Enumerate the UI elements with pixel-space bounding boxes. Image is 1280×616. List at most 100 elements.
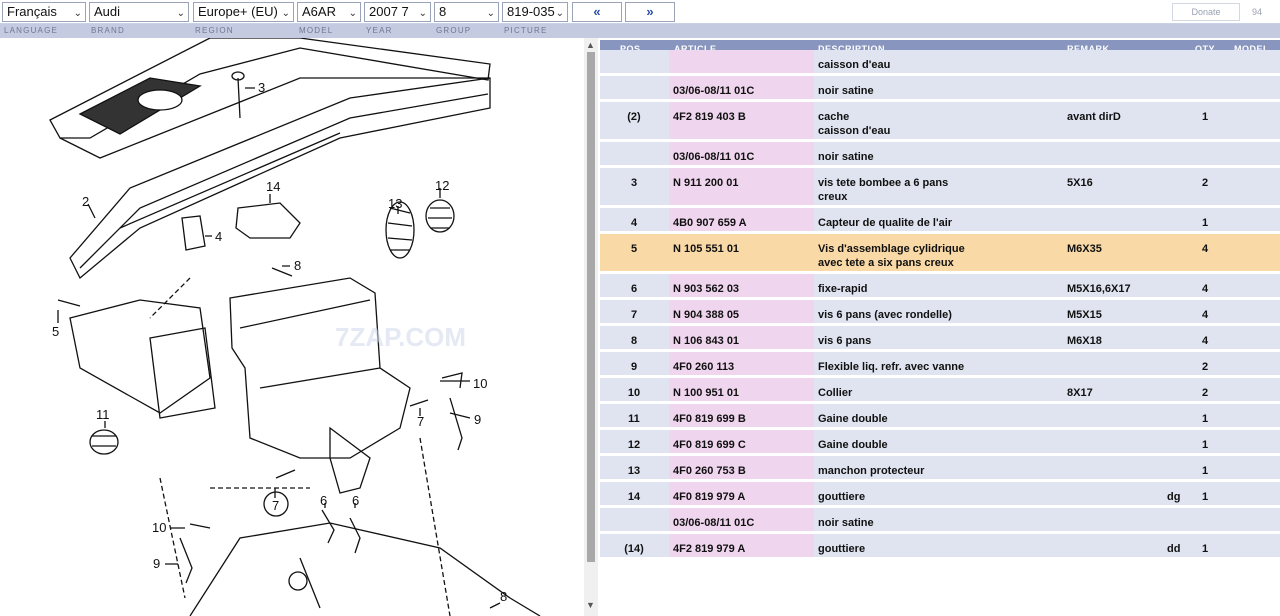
chevron-down-icon: ⌄ <box>419 5 427 22</box>
scroll-up-icon[interactable]: ▲ <box>586 40 595 50</box>
callout-10[interactable]: 10 <box>473 376 487 391</box>
callout-13[interactable]: 13 <box>388 196 402 211</box>
callout-8[interactable]: 8 <box>294 258 301 273</box>
model-select[interactable]: A6AR⌄ <box>297 2 361 22</box>
qty-cell: 1 <box>1190 208 1220 230</box>
description-line-1: Gaine double <box>818 438 1063 452</box>
callout-6[interactable]: 6 <box>320 493 327 508</box>
pos-cell <box>600 508 668 516</box>
table-row[interactable]: 10N 100 951 01Collier8X172 <box>600 378 1280 404</box>
table-row[interactable]: (2)4F2 819 403 Bcachecaisson d'eauavant … <box>600 102 1280 142</box>
description-line-1: cache <box>818 110 1063 124</box>
pos-cell: 12 <box>600 430 668 452</box>
diagram-scrollbar[interactable]: ▲ ▼ <box>584 38 598 616</box>
region-select[interactable]: Europe+ (EU)⌄ <box>193 2 294 22</box>
callout-9[interactable]: 9 <box>474 412 481 427</box>
group-select[interactable]: 8⌄ <box>434 2 499 22</box>
qty-cell <box>1190 142 1220 150</box>
pos-cell: 5 <box>600 234 668 256</box>
callout-4[interactable]: 4 <box>215 229 222 244</box>
callout-9b[interactable]: 9 <box>153 556 160 571</box>
table-row[interactable]: 3N 911 200 01vis tete bombee a 6 panscre… <box>600 168 1280 208</box>
callout-10b[interactable]: 10 <box>152 520 166 535</box>
article-cell: N 100 951 01 <box>669 378 814 401</box>
pos-cell: 3 <box>600 168 668 190</box>
article-cell: 4F2 819 403 B <box>669 102 814 139</box>
table-row[interactable]: 03/06-08/11 01Cnoir satine <box>600 508 1280 534</box>
pos-cell: 7 <box>600 300 668 322</box>
year-value: 2007 7 <box>369 4 409 19</box>
table-row[interactable]: (14)4F2 819 979 Agouttieredd1 <box>600 534 1280 560</box>
table-row[interactable]: 94F0 260 113Flexible liq. refr. avec van… <box>600 352 1280 378</box>
article-cell <box>669 50 814 73</box>
callout-7[interactable]: 7 <box>417 414 424 429</box>
chevron-down-icon: ⌄ <box>74 5 82 22</box>
picture-label: PICTURE <box>504 26 548 35</box>
donate-button[interactable]: Donate <box>1172 3 1240 21</box>
table-row[interactable]: 134F0 260 753 Bmanchon protecteur1 <box>600 456 1280 482</box>
language-select[interactable]: Français⌄ <box>2 2 86 22</box>
description-line-1: fixe-rapid <box>818 282 1063 296</box>
table-row[interactable]: 03/06-08/11 01Cnoir satine <box>600 76 1280 102</box>
brand-select[interactable]: Audi⌄ <box>89 2 189 22</box>
chevron-down-icon: ⌄ <box>349 5 357 22</box>
next-picture-button[interactable]: » <box>625 2 675 22</box>
year-select[interactable]: 2007 7 ⌄ <box>364 2 431 22</box>
article-cell: 4F2 819 979 A <box>669 534 814 557</box>
table-row[interactable]: 6N 903 562 03fixe-rapidM5X16,6X174 <box>600 274 1280 300</box>
description-line-1: noir satine <box>818 84 1063 98</box>
qty-cell <box>1190 50 1220 58</box>
callout-12[interactable]: 12 <box>435 178 449 193</box>
table-row[interactable]: 124F0 819 699 CGaine double1 <box>600 430 1280 456</box>
table-row[interactable]: 144F0 819 979 Agouttieredg1 <box>600 482 1280 508</box>
callout-11[interactable]: 11 <box>96 407 110 422</box>
description-cell: Vis d'assemblage cylidriqueavec tete a s… <box>818 234 1063 270</box>
parts-table: POS ARTICLE DESCRIPTION REMARK QTY MODEL… <box>600 38 1280 616</box>
pos-cell: (14) <box>600 534 668 556</box>
callout-2[interactable]: 2 <box>82 194 89 209</box>
group-label: GROUP <box>436 26 471 35</box>
callout-8b[interactable]: 8 <box>500 589 507 604</box>
callout-6b[interactable]: 6 <box>352 493 359 508</box>
picture-select[interactable]: 819-035⌄ <box>502 2 568 22</box>
table-row[interactable]: caisson d'eau <box>600 50 1280 76</box>
scrollbar-thumb[interactable] <box>587 52 595 562</box>
callout-7b[interactable]: 7 <box>272 498 279 513</box>
description-cell: vis 6 pans (avec rondelle) <box>818 300 1063 322</box>
region-label: REGION <box>195 26 234 35</box>
description-cell: manchon protecteur <box>818 456 1063 478</box>
description-line-1: noir satine <box>818 516 1063 530</box>
description-cell: noir satine <box>818 142 1063 164</box>
table-row[interactable]: 03/06-08/11 01Cnoir satine <box>600 142 1280 168</box>
description-line-1: vis tete bombee a 6 pans <box>818 176 1063 190</box>
description-cell: fixe-rapid <box>818 274 1063 296</box>
table-row[interactable]: 5N 105 551 01Vis d'assemblage cylidrique… <box>600 234 1280 274</box>
model-cell <box>1225 404 1280 412</box>
description-line-2: creux <box>818 190 1063 204</box>
table-body: caisson d'eau03/06-08/11 01Cnoir satine(… <box>600 58 1280 560</box>
model-cell <box>1225 142 1280 150</box>
callout-14[interactable]: 14 <box>266 179 280 194</box>
description-line-1: vis 6 pans (avec rondelle) <box>818 308 1063 322</box>
pos-cell: 13 <box>600 456 668 478</box>
prev-picture-button[interactable]: « <box>572 2 622 22</box>
scroll-down-icon[interactable]: ▼ <box>586 600 595 610</box>
table-row[interactable]: 114F0 819 699 BGaine double1 <box>600 404 1280 430</box>
qty-cell: 4 <box>1190 274 1220 296</box>
callout-5[interactable]: 5 <box>52 324 59 339</box>
pos-cell: (2) <box>600 102 668 124</box>
callout-3[interactable]: 3 <box>258 80 265 95</box>
description-line-1: gouttiere <box>818 542 1063 556</box>
table-row[interactable]: 8N 106 843 01vis 6 pansM6X184 <box>600 326 1280 352</box>
article-cell: N 106 843 01 <box>669 326 814 349</box>
description-cell: Collier <box>818 378 1063 400</box>
table-row[interactable]: 7N 904 388 05vis 6 pans (avec rondelle)M… <box>600 300 1280 326</box>
parts-diagram[interactable]: 7ZAP.COM 3 2 14 4 13 12 8 5 10 11 7 9 7 … <box>0 38 584 616</box>
article-cell: 4F0 819 699 C <box>669 430 814 453</box>
description-line-2: avec tete a six pans creux <box>818 256 1063 270</box>
table-row[interactable]: 44B0 907 659 ACapteur de qualite de l'ai… <box>600 208 1280 234</box>
pos-cell: 11 <box>600 404 668 426</box>
description-line-1: gouttiere <box>818 490 1063 504</box>
description-cell: Gaine double <box>818 404 1063 426</box>
qty-cell: 1 <box>1190 456 1220 478</box>
